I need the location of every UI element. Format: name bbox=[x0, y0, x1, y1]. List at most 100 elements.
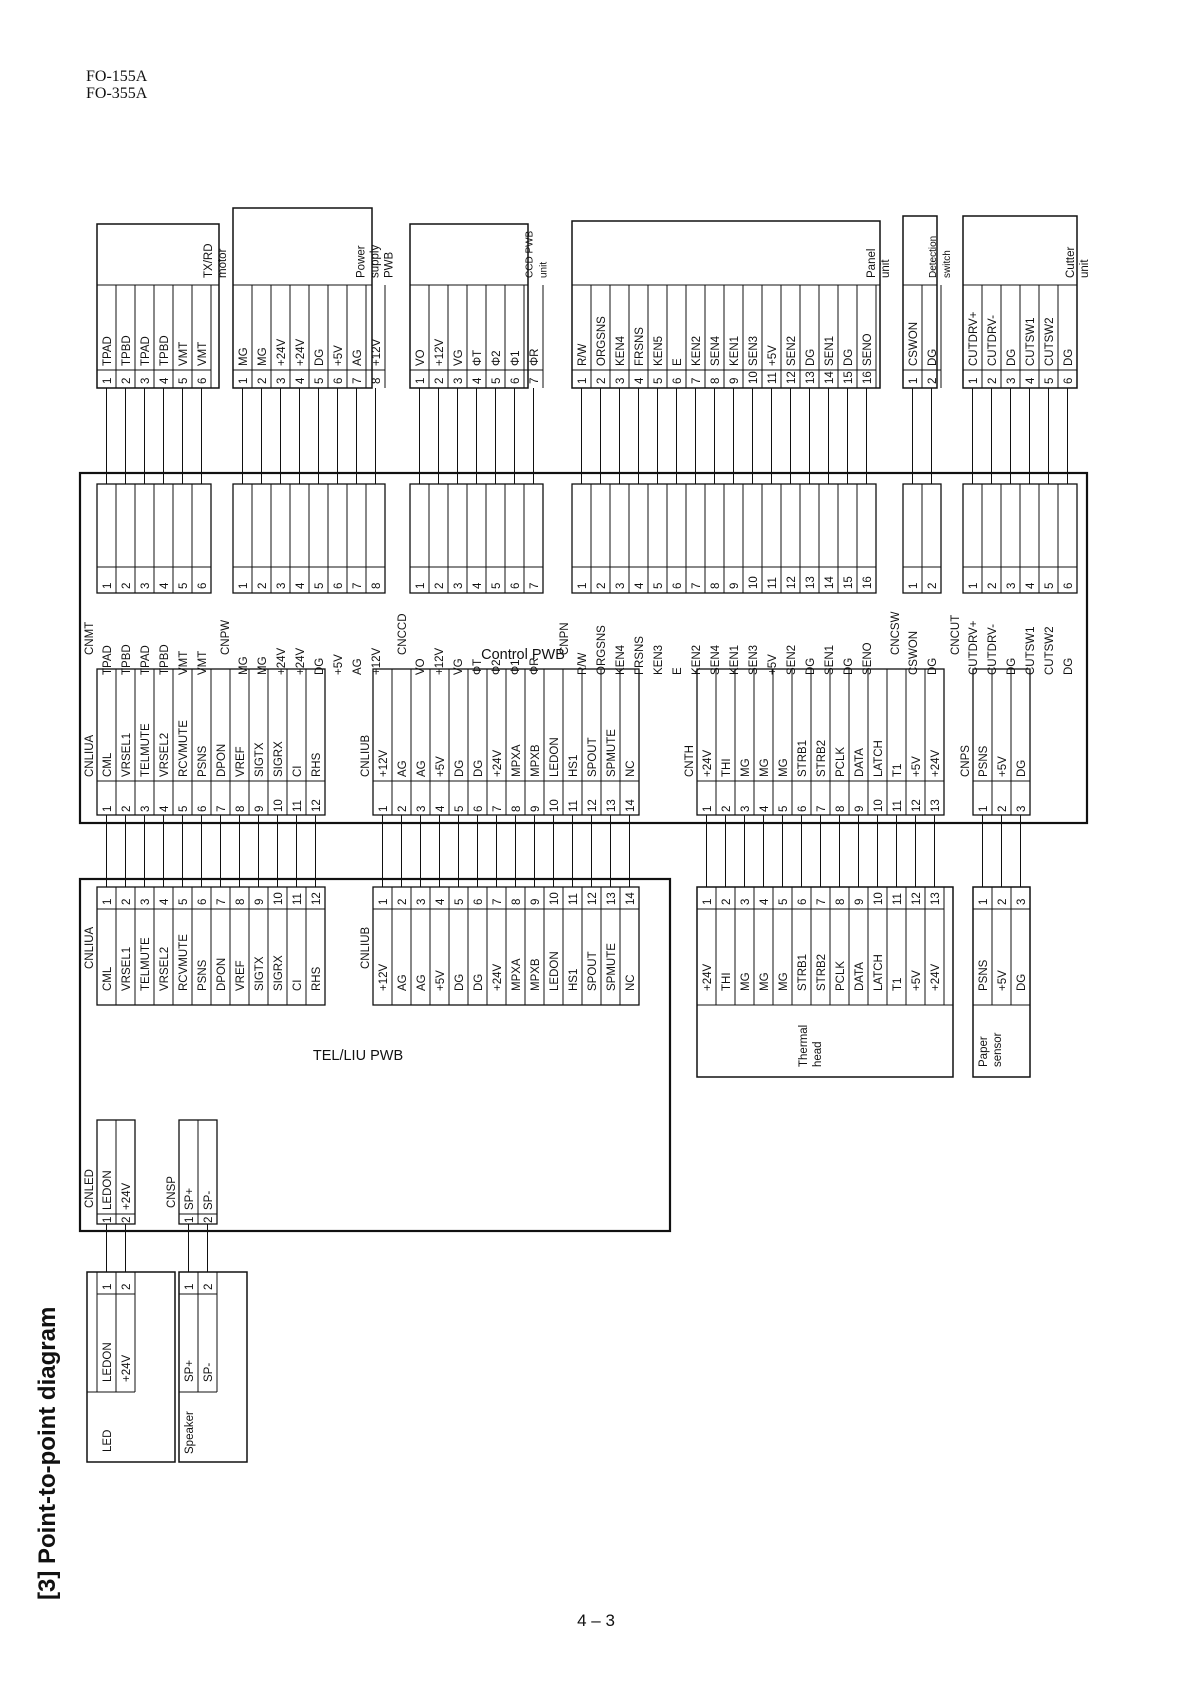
unit-pin-number: 2 bbox=[721, 899, 733, 905]
control-pin-number: 2 bbox=[257, 583, 269, 589]
tel-pin-number: 6 bbox=[473, 899, 485, 905]
control-pin-label: ΦR bbox=[529, 658, 541, 675]
unit-pin-number: 2 bbox=[434, 378, 446, 384]
control-pin-number: 2 bbox=[987, 583, 999, 589]
control-liu-pin-number: 10 bbox=[549, 799, 561, 812]
connector-name: CNPN bbox=[559, 622, 571, 655]
unit-name: Panel bbox=[866, 249, 878, 278]
control-pin-number: 4 bbox=[159, 582, 171, 589]
control-liu-pin-label: +12V bbox=[378, 749, 390, 777]
unit-pin-number: 10 bbox=[748, 371, 760, 384]
tel-pin-number: 3 bbox=[140, 899, 152, 905]
control-pin-number: 5 bbox=[1044, 583, 1056, 589]
control-liu-pin-label: HS1 bbox=[568, 755, 580, 777]
unit-pin-label: MG bbox=[257, 347, 269, 366]
control-pin-label: MG bbox=[740, 758, 752, 777]
control-pin-number: 16 bbox=[862, 576, 874, 589]
control-pin-number: 2 bbox=[927, 583, 939, 589]
control-pin-label: TPAD bbox=[140, 645, 152, 675]
control-pin-number: 1 bbox=[908, 583, 920, 589]
tel-pin-label: HS1 bbox=[568, 969, 580, 991]
control-pin-label: CUTDRV- bbox=[987, 624, 999, 675]
control-pin-label: MG bbox=[238, 656, 250, 675]
unit-pin-label: FRSNS bbox=[634, 327, 646, 366]
unit-pin-label: AG bbox=[352, 349, 364, 366]
control-liu-pin-label: PSNS bbox=[197, 745, 209, 777]
unit-pin-number: 6 bbox=[1063, 378, 1075, 384]
control-liu-pin-number: 6 bbox=[197, 806, 209, 812]
tel-pin-number: 12 bbox=[311, 892, 323, 905]
unit-pin-number: 6 bbox=[797, 899, 809, 905]
unit-pin-label: SENO bbox=[862, 333, 874, 366]
control-pin-label: ΦT bbox=[472, 659, 484, 675]
tel-pin-label: DG bbox=[473, 974, 485, 991]
tel-pin-label: +24V bbox=[121, 1182, 133, 1210]
document-header: FO-155A FO-355A bbox=[86, 68, 147, 102]
unit-pin-number: 9 bbox=[729, 378, 741, 384]
control-pin-number: 4 bbox=[1025, 582, 1037, 589]
unit-pin-label: MG bbox=[740, 972, 752, 991]
control-pin-label: VG bbox=[453, 658, 465, 675]
unit-pin-number: 11 bbox=[767, 372, 779, 384]
unit-name: motor bbox=[217, 248, 229, 278]
control-liu-pin-label: RHS bbox=[311, 752, 323, 777]
control-liu-pin-label: CI bbox=[292, 766, 304, 778]
control-liu-pin-label: SIGRX bbox=[273, 741, 285, 777]
unit-pin-label: THI bbox=[721, 972, 733, 991]
control-liu-pin-number: 1 bbox=[102, 806, 114, 812]
unit-pin-number: 2 bbox=[257, 378, 269, 384]
unit-pin-number: 9 bbox=[854, 899, 866, 905]
control-pin-label: CUTDRV+ bbox=[968, 620, 980, 675]
tel-pin-number: 14 bbox=[625, 892, 637, 905]
control-pin-number: 4 bbox=[759, 805, 771, 812]
unit-pin-label: VMT bbox=[178, 342, 190, 366]
control-pin-label: FRSNS bbox=[634, 636, 646, 675]
unit-pin-label: TPBD bbox=[159, 335, 171, 366]
unit-pin-label: KEN5 bbox=[653, 336, 665, 366]
control-pin-number: 2 bbox=[596, 583, 608, 589]
control-pin-number: 9 bbox=[729, 583, 741, 589]
tel-pin-number: 8 bbox=[235, 899, 247, 905]
unit-pin-number: 2 bbox=[203, 1284, 215, 1290]
unit-name: LED bbox=[102, 1430, 114, 1452]
unit-pin-label: SEN1 bbox=[824, 336, 836, 366]
connector-name: CNCUT bbox=[950, 615, 962, 655]
tel-pin-label: SP+ bbox=[184, 1188, 196, 1210]
unit-pin-number: 2 bbox=[121, 378, 133, 384]
control-pin-label: +24V bbox=[702, 749, 714, 777]
tel-pin-number: 7 bbox=[492, 899, 504, 905]
unit-pin-label: VO bbox=[415, 349, 427, 366]
unit-pin-label: +24V bbox=[930, 963, 942, 991]
unit-pin-label: CUTSW2 bbox=[1044, 317, 1056, 366]
control-pin-label: +12V bbox=[434, 647, 446, 675]
control-pin-number: 3 bbox=[453, 583, 465, 589]
control-pin-number: 11 bbox=[767, 577, 779, 589]
control-liu-pin-number: 14 bbox=[625, 799, 637, 812]
unit-pin-number: 7 bbox=[816, 899, 828, 905]
unit-pin-number: 11 bbox=[892, 893, 904, 905]
control-pin-number: 1 bbox=[415, 583, 427, 589]
tel-pin-label: SIGRX bbox=[273, 955, 285, 991]
unit-pin-label: VMT bbox=[197, 342, 209, 366]
control-pin-number: 5 bbox=[491, 583, 503, 589]
tel-pin-number: 1 bbox=[102, 1217, 114, 1223]
control-liu-pin-number: 2 bbox=[397, 806, 409, 812]
unit-pin-number: 1 bbox=[184, 1284, 196, 1290]
control-pin-label: PSNS bbox=[978, 745, 990, 777]
control-pin-number: 6 bbox=[197, 583, 209, 589]
control-pin-label: KEN3 bbox=[653, 645, 665, 675]
control-pin-label: Φ2 bbox=[491, 659, 503, 675]
control-liu-pin-number: 7 bbox=[492, 806, 504, 812]
unit-pin-label: DG bbox=[1016, 974, 1028, 991]
unit-pin-number: 1 bbox=[702, 899, 714, 905]
control-liu-pin-number: 11 bbox=[292, 800, 304, 812]
unit-pin-label: TPAD bbox=[102, 336, 114, 366]
control-pin-number: 10 bbox=[873, 799, 885, 812]
control-pin-label: DG bbox=[314, 658, 326, 675]
unit-pin-label: +5V bbox=[333, 345, 345, 366]
control-pin-number: 3 bbox=[740, 806, 752, 812]
model-name-1: FO-155A bbox=[86, 68, 148, 85]
control-liu-pin-number: 12 bbox=[311, 799, 323, 812]
unit-pin-label: DG bbox=[314, 349, 326, 366]
